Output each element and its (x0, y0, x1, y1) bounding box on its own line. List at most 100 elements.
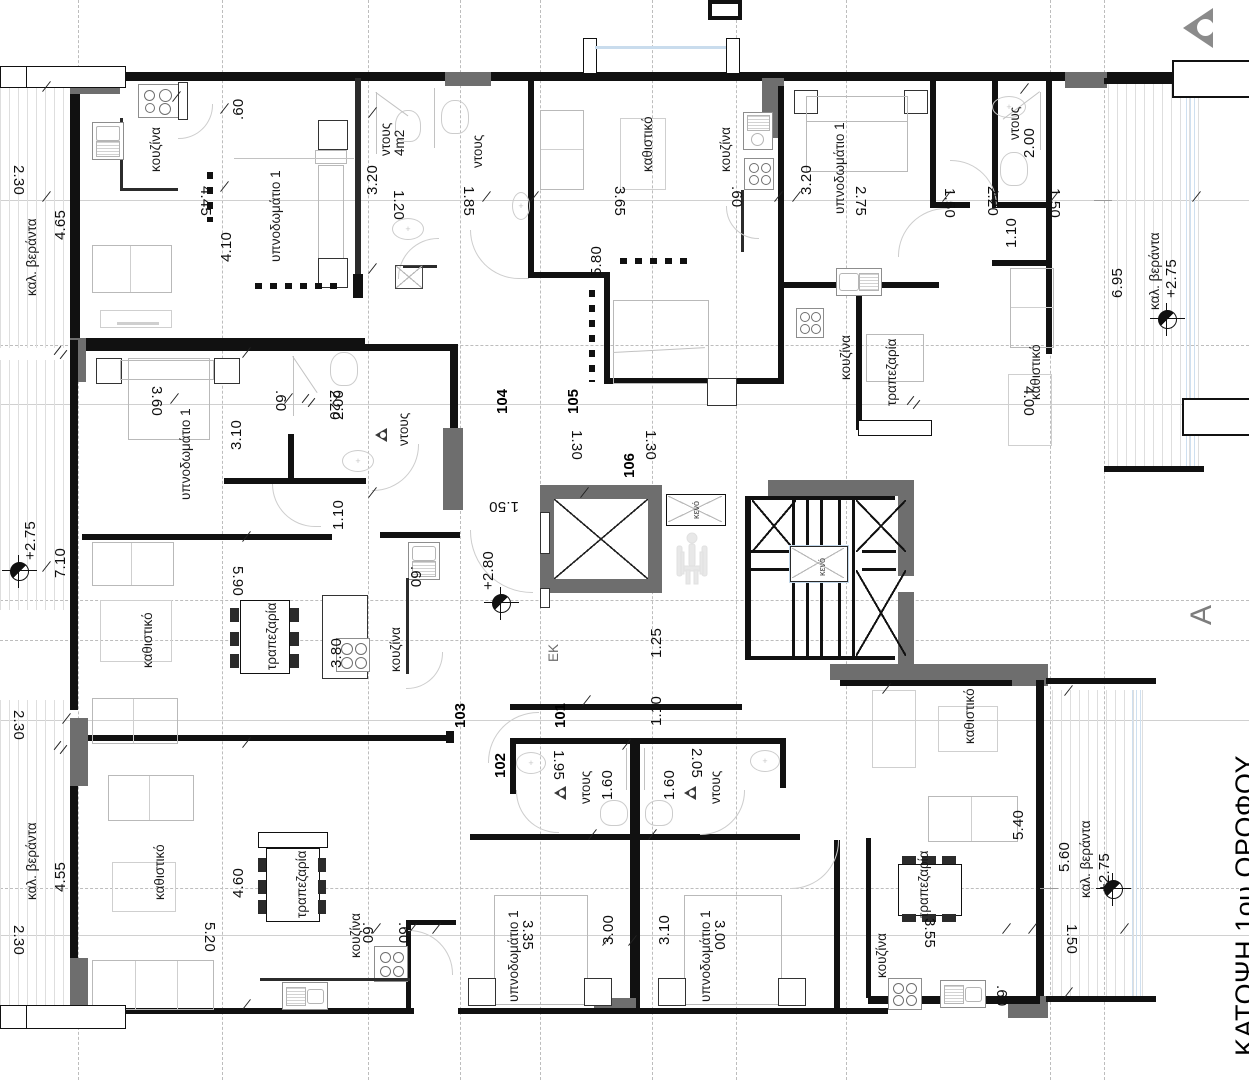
chair-bl-4 (318, 858, 326, 872)
sideboard-tr (858, 420, 932, 436)
sofa-tc (540, 110, 584, 190)
wc-bc-r (645, 800, 673, 826)
wall-tr-v2 (992, 80, 998, 206)
label-bedroom-ml: υπνοδωμάτιο 1 (178, 408, 193, 500)
level-marker-br (1096, 873, 1131, 906)
door-arc-tl-1 (178, 104, 213, 139)
column-bl2 (70, 958, 88, 1016)
balcony-rail-br (1132, 690, 1142, 996)
rug-ml (100, 600, 172, 662)
axis-cross-1 (1094, 200, 1112, 201)
shaft-wall-right (648, 485, 662, 593)
wall-bc-v-right (780, 738, 786, 788)
wall-tr-h2 (992, 202, 1050, 208)
wall-tr-h3 (992, 260, 1052, 266)
wall-bl-kitchen-top (408, 920, 456, 925)
wall-tc-h2 (604, 378, 784, 384)
wall-br-top (840, 680, 1040, 686)
label-balcony-tl: καλ. βεράντα (24, 218, 39, 296)
wall-ml-top (82, 344, 457, 351)
sink-tc (743, 112, 773, 150)
shower-line-tr (1040, 92, 1041, 150)
dim-tl-465: 4.65 (52, 210, 69, 240)
label-living-bl: καθιστικό (152, 844, 167, 900)
wall-exterior-top-3 (800, 72, 1200, 81)
column-ml2 (443, 428, 463, 510)
dots-tl-h (255, 283, 343, 289)
window-jamb-tc-right (726, 38, 740, 74)
dim-bc-310: 3.10 (656, 915, 673, 945)
balcony-parapet-tr-bot (1104, 466, 1204, 472)
dots-tc-v (589, 290, 595, 382)
label-kitchen-tl: κουζίνα (148, 127, 163, 172)
rug-bl (112, 862, 176, 912)
level-ml: +2.75 (22, 521, 39, 560)
wall-tc-v3 (778, 86, 784, 384)
dim-ml-310: 3.10 (228, 420, 245, 450)
dim-tc-185: 1.85 (460, 186, 477, 216)
wc-tc (441, 100, 469, 134)
grid-line-v3 (368, 0, 369, 1080)
shower-line-ml (293, 356, 294, 416)
wall-tc-v2 (604, 272, 610, 382)
wall-bedroom-tl (355, 78, 361, 276)
dining-table-tr (866, 334, 924, 382)
dim-axis-h4 (0, 935, 1249, 936)
balcony-parapet-tr-top (1104, 78, 1204, 84)
wall-tr-v4 (856, 282, 862, 430)
wall-ml-h1 (288, 478, 366, 484)
label-bedroom-tr: υπνοδωμάτιο 1 (832, 122, 847, 214)
dim-tr-200: 2.00 (1021, 128, 1038, 158)
window-top-marker (708, 0, 742, 20)
wall-tc-v1 (528, 78, 534, 274)
hob-bl (374, 946, 408, 982)
elevator-jamb (540, 588, 550, 608)
balcony-parapet-bl (26, 1005, 126, 1029)
door-arc-bc-2 (790, 840, 839, 889)
kitchen-counter-tl-h (120, 188, 178, 191)
unit-number-105: 105 (565, 388, 582, 414)
bed-bc-r (684, 895, 782, 1005)
wall-ml-h4 (380, 532, 460, 538)
basin-tl (392, 218, 424, 240)
dim-tr-695: 6.95 (1109, 268, 1126, 298)
wc-tr (1000, 152, 1028, 186)
dim-tick-16 (1020, 83, 1029, 94)
break-mark-6 (307, 397, 316, 408)
dim-tr-275: 2.75 (852, 186, 869, 216)
section-marker-icon (1183, 8, 1214, 48)
elevator-door[interactable] (540, 512, 550, 554)
sink-br (940, 980, 986, 1008)
dim-ml-360: 3.60 (148, 386, 165, 416)
wall-bc-v-mid1 (630, 738, 636, 1010)
shower-line-tc (434, 88, 435, 148)
furn-guide-tl (234, 158, 354, 159)
column-bl1 (70, 718, 88, 786)
chair-ml-2 (230, 632, 239, 646)
label-balcony-tr: καλ. βεράντα (1147, 232, 1162, 310)
grid-line-h3 (0, 600, 1249, 601)
label-shower-bc-r: ντους (708, 770, 723, 804)
dim-bc-160b: 1.60 (661, 770, 678, 800)
floor-drain-icon-ml (375, 428, 387, 442)
bed-tl (318, 165, 344, 259)
wall-br-right (1036, 680, 1044, 1010)
chair-ml-3 (230, 654, 239, 668)
grid-line-v1 (78, 0, 79, 1080)
chair-bl-1 (258, 858, 266, 872)
door-arc-ml-2 (406, 652, 443, 689)
unit-number-106: 106 (621, 452, 638, 478)
grid-line-h2 (0, 345, 1249, 346)
label-dining-ml: τραπεζαρία (264, 602, 279, 671)
chair-br-1 (902, 856, 916, 864)
void-highlight (789, 545, 849, 583)
wc-tl (395, 110, 421, 142)
nightstand-ml-2 (214, 358, 240, 384)
wall-exterior-left-mid (70, 340, 78, 710)
door-arc-bc-l (516, 790, 559, 833)
wall-bc-h-l (470, 834, 630, 840)
bed-tc (613, 300, 709, 384)
chair-bl-5 (318, 880, 326, 894)
shaft-wall-bottom (540, 579, 662, 593)
door-arc-tc-2 (726, 206, 759, 239)
